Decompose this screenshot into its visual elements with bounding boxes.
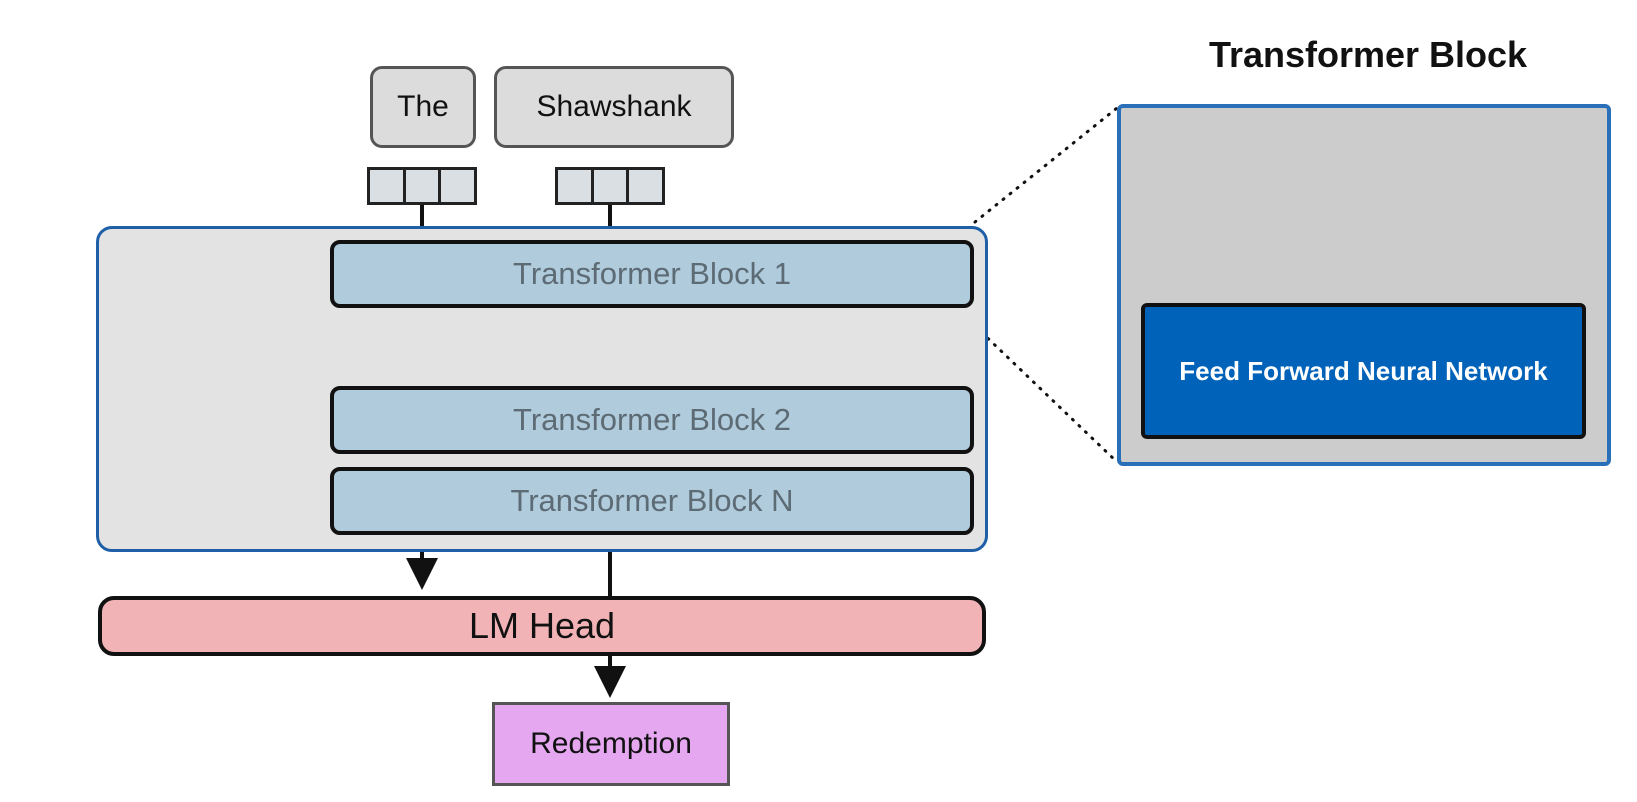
output-token: Redemption bbox=[492, 702, 730, 786]
embedding-cell bbox=[406, 170, 442, 202]
embedding-cell bbox=[558, 170, 594, 202]
transformer-block-1: Transformer Block 1 bbox=[330, 240, 974, 308]
transformer-block-n: Transformer Block N bbox=[330, 467, 974, 535]
transformer-block-label: Transformer Block 1 bbox=[513, 256, 791, 291]
embedding-cell bbox=[594, 170, 630, 202]
transformer-block-2: Transformer Block 2 bbox=[330, 386, 974, 454]
embedding-cell bbox=[629, 170, 662, 202]
embedding-cell bbox=[370, 170, 406, 202]
transformer-block-label: Transformer Block 2 bbox=[513, 402, 791, 437]
lm-head: LM Head bbox=[98, 596, 986, 656]
output-token-label: Redemption bbox=[530, 727, 692, 760]
zoom-guide-line bbox=[973, 106, 1119, 224]
input-token-shawshank: Shawshank bbox=[494, 66, 734, 148]
lm-head-label: LM Head bbox=[468, 605, 616, 646]
token-embedding-vector bbox=[555, 167, 665, 205]
input-token-label: Shawshank bbox=[536, 90, 692, 123]
zoom-guide-line bbox=[973, 324, 1119, 464]
embedding-cell bbox=[441, 170, 474, 202]
token-embedding-vector bbox=[367, 167, 477, 205]
feed-forward-network-label: Feed Forward Neural Network bbox=[1179, 355, 1548, 386]
feed-forward-network-box: Feed Forward Neural Network bbox=[1141, 303, 1586, 439]
input-token-label: The bbox=[397, 90, 449, 123]
zoom-view-title: Transformer Block bbox=[1208, 34, 1528, 75]
input-token-the: The bbox=[370, 66, 476, 148]
transformer-block-label: Transformer Block N bbox=[510, 483, 794, 518]
